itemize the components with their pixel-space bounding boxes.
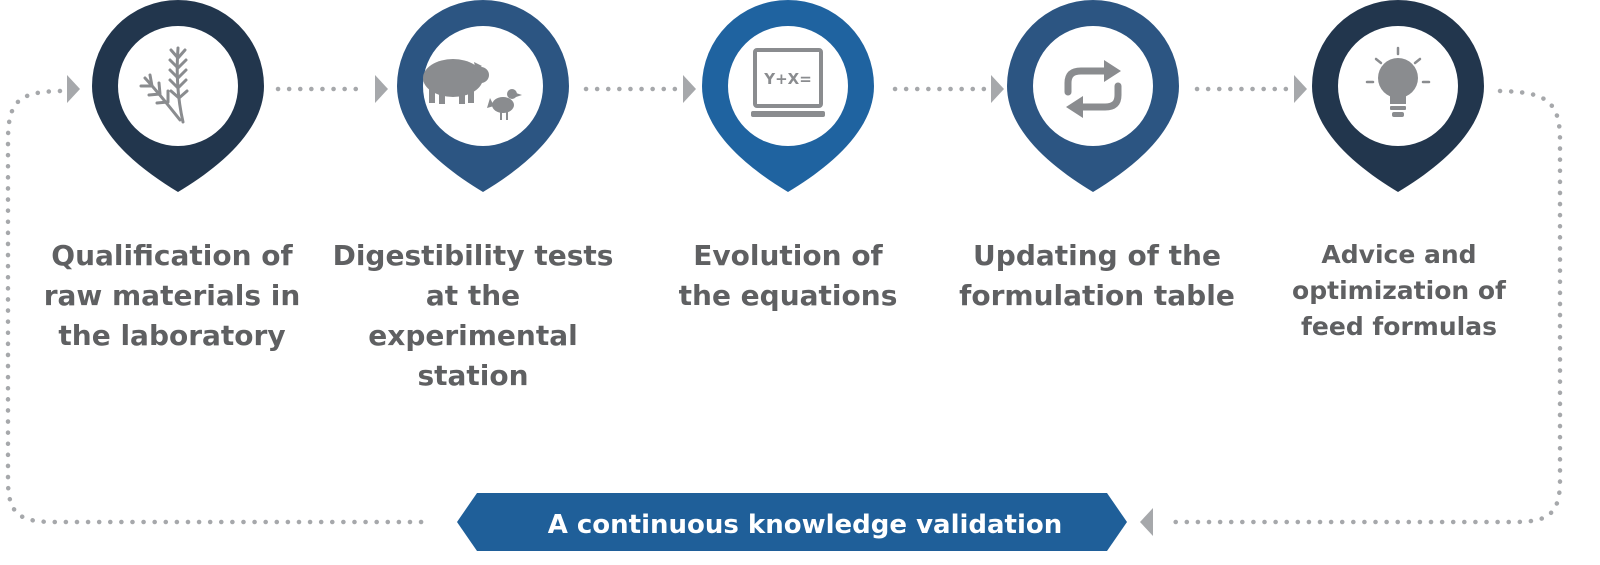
connector-arrowheads [67,75,1307,536]
pig-chicken-icon [423,59,522,120]
arrowhead-into-banner [1140,508,1153,536]
pin-icon-background-step-2 [423,26,543,146]
step-2-label: Digestibility tests at the experimental … [332,239,614,392]
step-4-label: Updating of the formulation table [959,239,1235,312]
arrowhead-into-step-5 [1294,75,1307,103]
pin-markers [92,0,1484,192]
lightbulb-icon [1365,46,1431,117]
loop-connector [5,86,1563,525]
equation-text: Y+X= [763,70,812,88]
wheat-icon [139,46,189,124]
loop-right-path [1167,88,1563,525]
step-1-label: Qualification of raw materials in the la… [43,239,301,352]
validation-banner [457,493,1127,551]
step-5-label: Advice and optimization of feed formulas [1292,240,1506,341]
pin-icon-background-step-4 [1033,26,1153,146]
arrowhead-into-step-1 [67,75,80,103]
arrowhead-into-step-3 [683,75,696,103]
loop-left-path [5,88,435,525]
laptop-equation-icon: Y+X= [751,48,825,117]
banner-label: A continuous knowledge validation [547,510,1063,540]
refresh-arrows-icon [1064,60,1122,118]
arrowhead-into-step-4 [991,75,1004,103]
step-3-label: Evolution of the equations [678,239,898,312]
arrowhead-into-step-2 [375,75,388,103]
